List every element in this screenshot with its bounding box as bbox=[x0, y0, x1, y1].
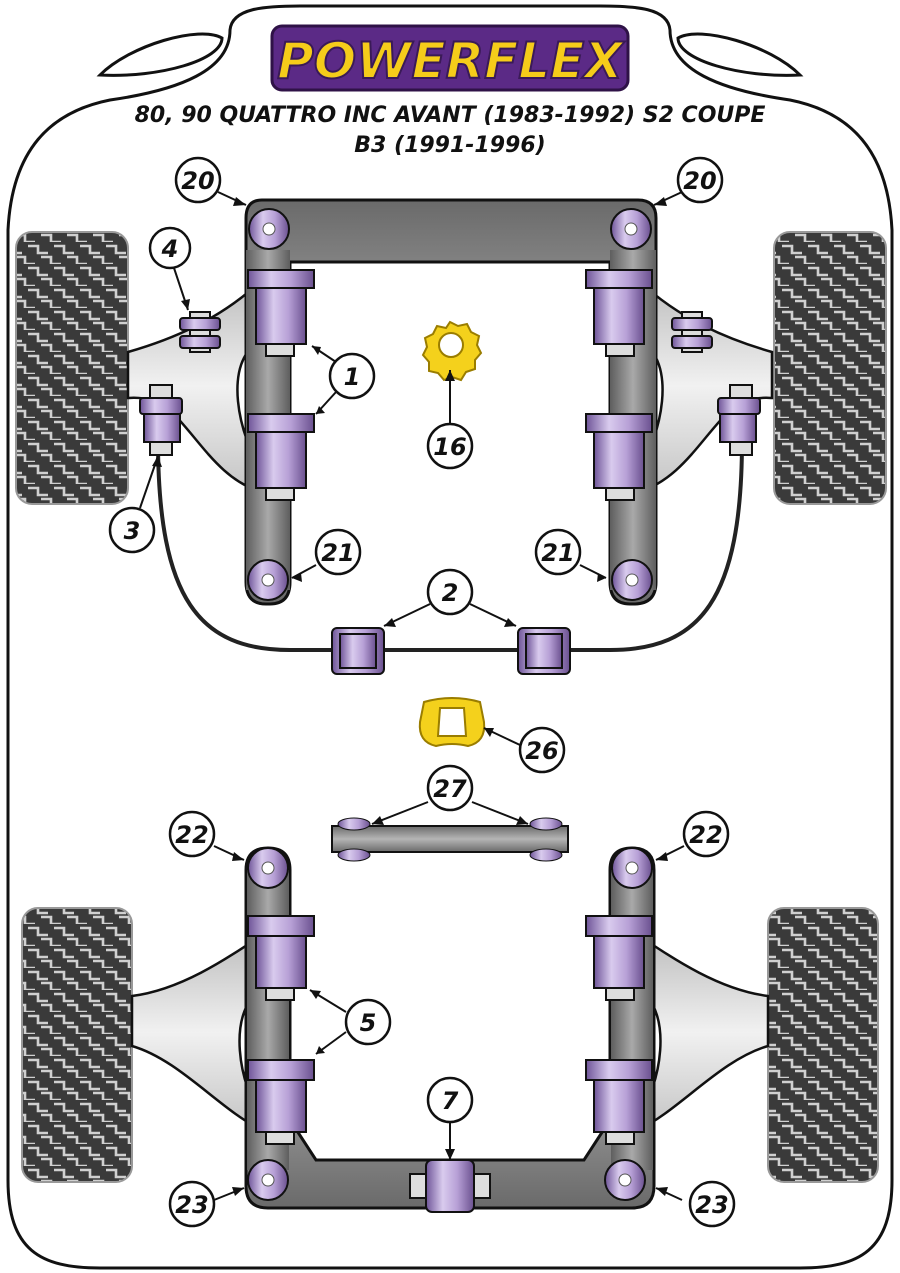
callout-22-left: 22 bbox=[168, 810, 216, 858]
rear-left-wishbone bbox=[130, 932, 264, 1132]
engine-mount-insert bbox=[418, 697, 486, 748]
svg-text:23: 23 bbox=[695, 1191, 728, 1219]
svg-text:20: 20 bbox=[181, 167, 214, 195]
callout-5: 5 bbox=[344, 998, 392, 1046]
callout-23-right: 23 bbox=[688, 1180, 736, 1228]
callout-21-left: 21 bbox=[314, 528, 362, 576]
svg-text:22: 22 bbox=[689, 821, 722, 849]
callout-20-left: 20 bbox=[174, 156, 222, 204]
rear-wishbone-bushes bbox=[247, 915, 653, 1145]
svg-text:7: 7 bbox=[442, 1087, 459, 1115]
svg-text:1: 1 bbox=[344, 363, 361, 391]
front-wishbone-bushes bbox=[247, 269, 653, 501]
leader-lines bbox=[139, 191, 685, 1201]
svg-text:POWERFLEX: POWERFLEX bbox=[277, 32, 625, 90]
callout-2: 2 bbox=[426, 568, 474, 616]
diff-mount-bush bbox=[409, 1159, 491, 1213]
svg-text:3: 3 bbox=[124, 517, 141, 545]
svg-text:21: 21 bbox=[321, 539, 354, 567]
powerflex-logo: POWERFLEX bbox=[270, 24, 630, 92]
callout-7: 7 bbox=[426, 1076, 474, 1124]
rear-subframe-bushes bbox=[247, 847, 653, 1201]
svg-text:2: 2 bbox=[442, 579, 459, 607]
rear-right-tyre bbox=[767, 907, 879, 1183]
svg-text:4: 4 bbox=[161, 235, 179, 263]
callout-16: 16 bbox=[426, 422, 474, 470]
svg-text:20: 20 bbox=[683, 167, 716, 195]
leader-arrowheads bbox=[152, 197, 668, 1196]
callout-3: 3 bbox=[108, 506, 156, 554]
svg-text:16: 16 bbox=[433, 433, 466, 461]
callout-20-right: 20 bbox=[676, 156, 724, 204]
arb-mount-bushes bbox=[331, 627, 571, 675]
callout-21-right: 21 bbox=[534, 528, 582, 576]
callout-27: 27 bbox=[426, 764, 474, 812]
headlight-left bbox=[96, 32, 224, 77]
front-anti-roll-bar bbox=[156, 439, 744, 652]
headlight-right bbox=[676, 32, 804, 77]
front-subframe-bushes bbox=[247, 208, 653, 601]
front-right-tyre bbox=[773, 231, 887, 505]
rear-right-wishbone bbox=[636, 932, 770, 1132]
svg-text:22: 22 bbox=[175, 821, 208, 849]
svg-text:23: 23 bbox=[175, 1191, 208, 1219]
callout-1: 1 bbox=[328, 352, 376, 400]
callout-4: 4 bbox=[148, 226, 192, 270]
svg-text:26: 26 bbox=[525, 737, 558, 765]
arb-outer-bushes bbox=[139, 384, 761, 456]
callout-26: 26 bbox=[518, 726, 566, 774]
gearbox-mount-bush bbox=[421, 320, 483, 382]
torque-bracket bbox=[331, 817, 569, 862]
svg-text:21: 21 bbox=[541, 539, 574, 567]
svg-text:27: 27 bbox=[433, 775, 467, 803]
front-left-tyre bbox=[15, 231, 129, 505]
rear-left-tyre bbox=[21, 907, 133, 1183]
arb-link-bushes bbox=[179, 311, 713, 353]
callout-23-left: 23 bbox=[168, 1180, 216, 1228]
title-line-1: 80, 90 QUATTRO INC AVANT (1983-1992) S2 … bbox=[135, 103, 766, 128]
callout-22-right: 22 bbox=[682, 810, 730, 858]
svg-text:5: 5 bbox=[360, 1009, 377, 1037]
title-line-2: B3 (1991-1996) bbox=[354, 133, 545, 158]
